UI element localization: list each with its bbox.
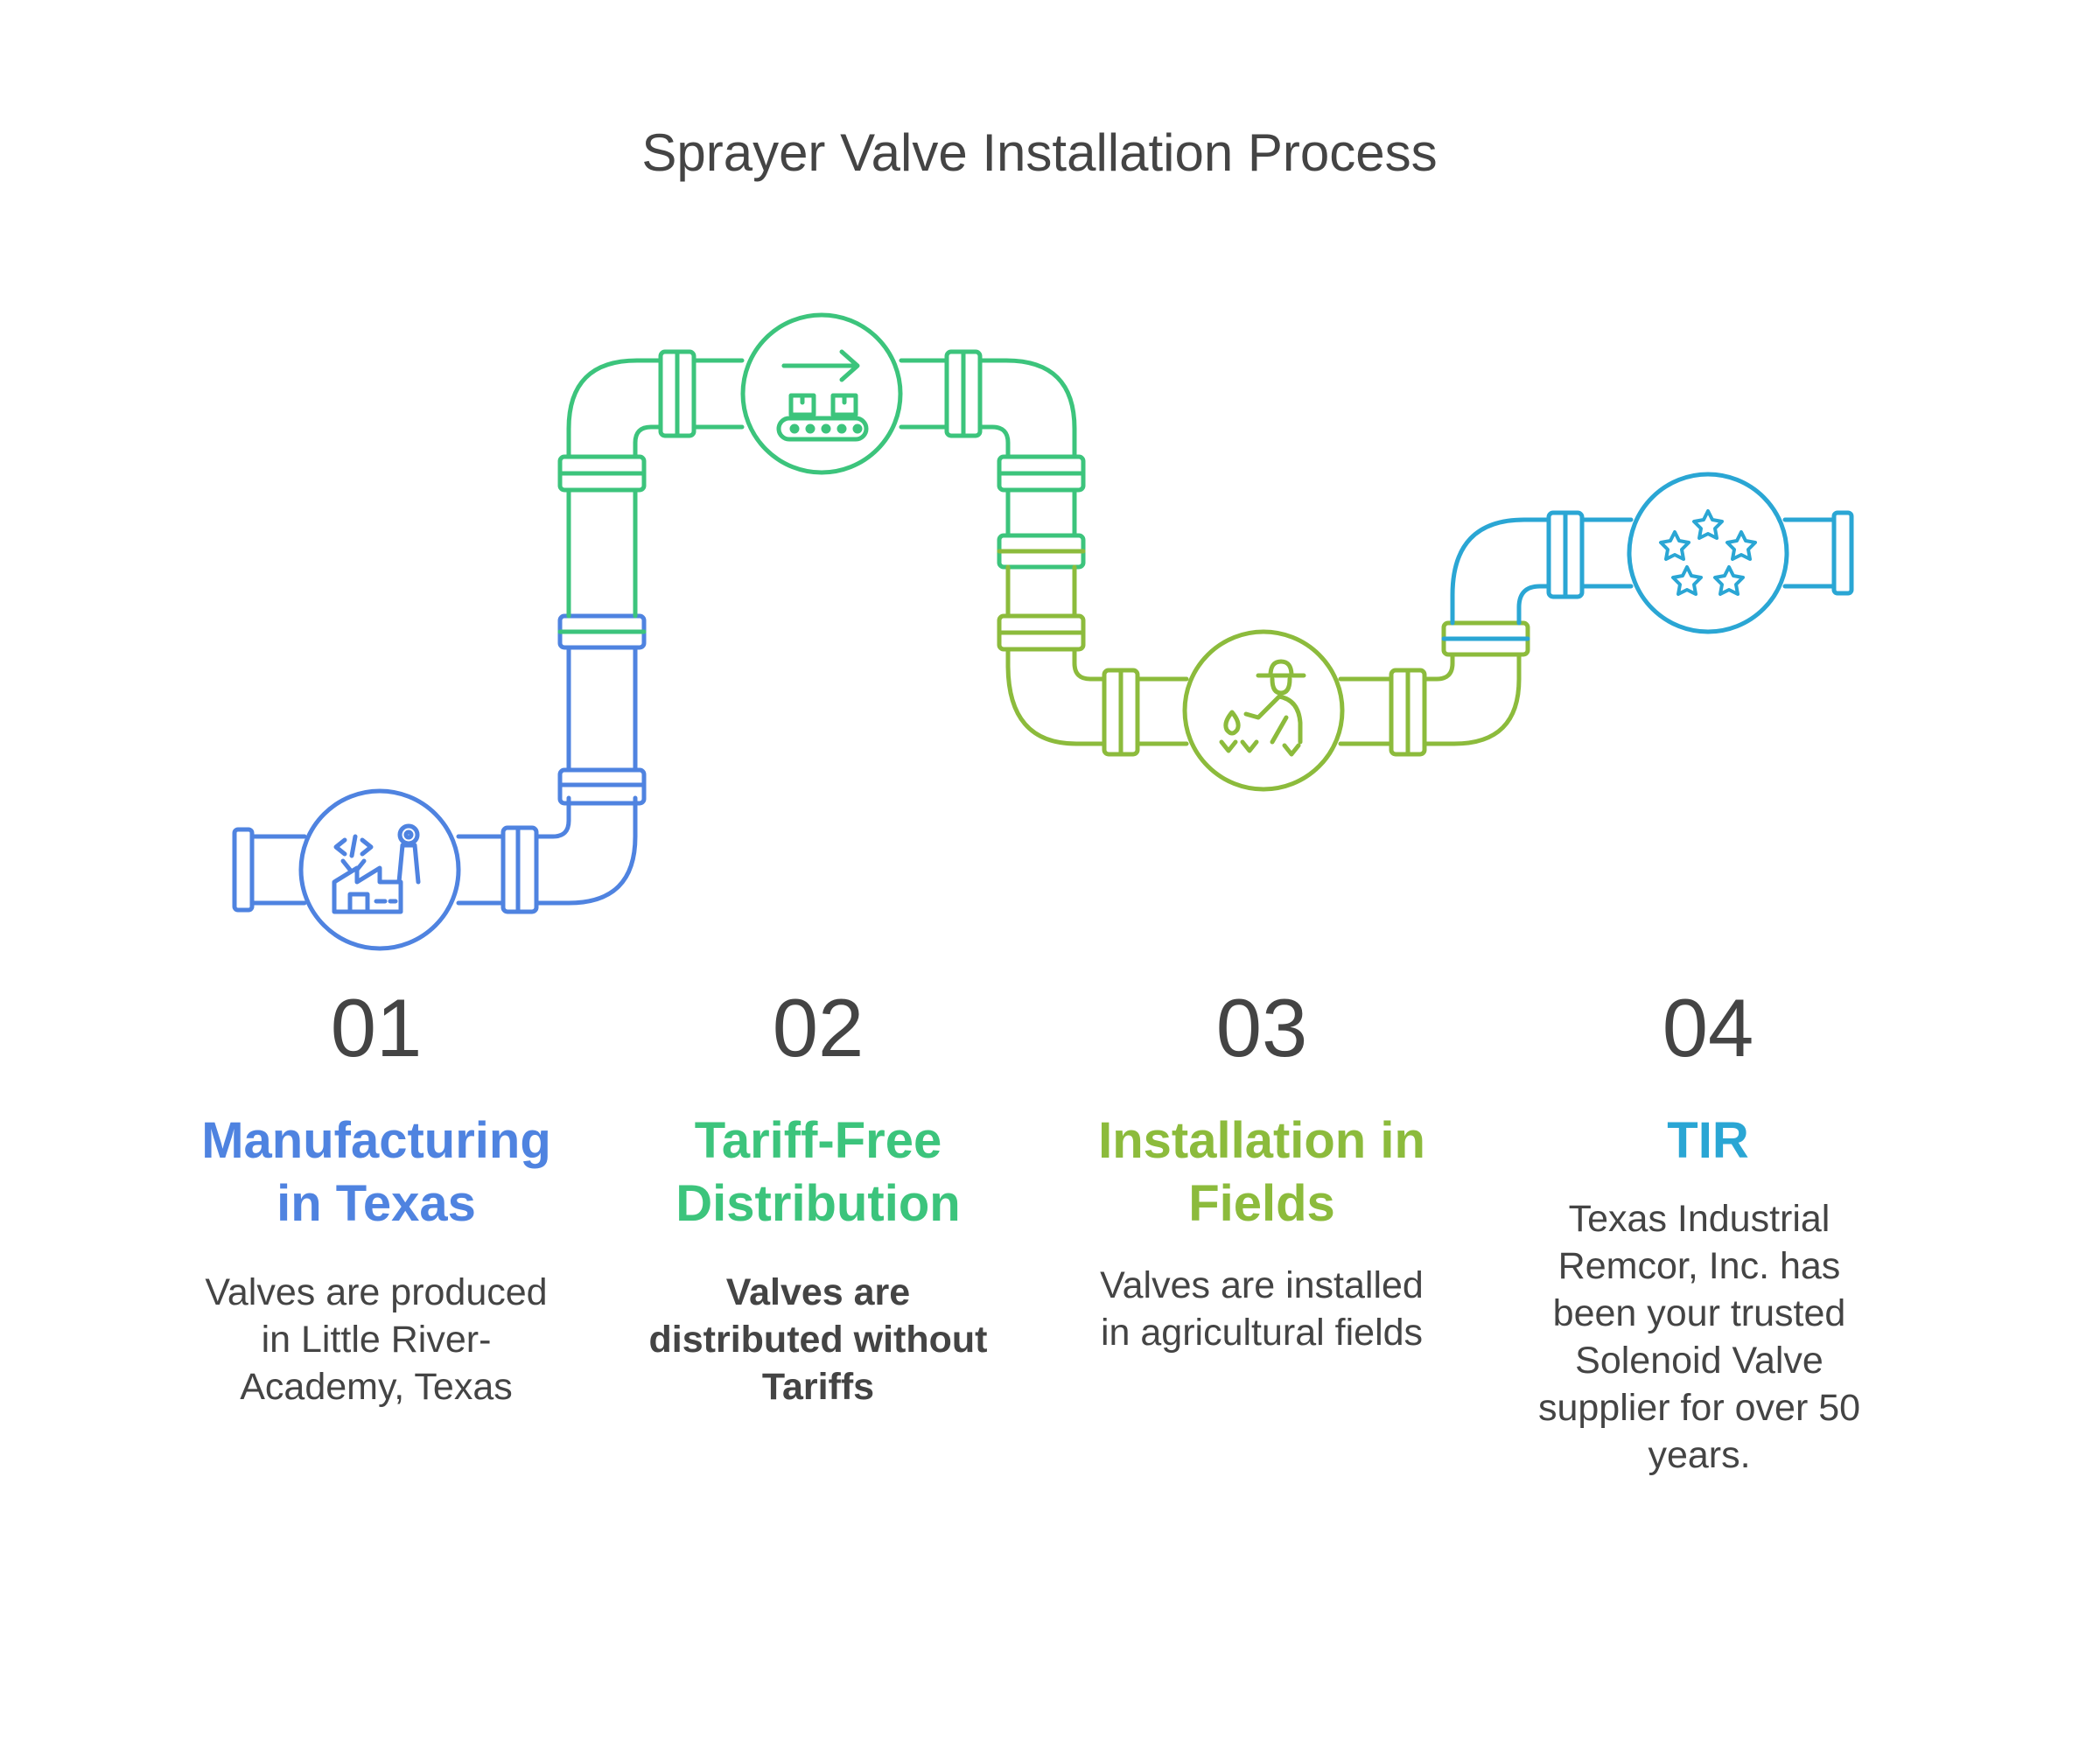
step-4-heading: TIR: [1667, 1112, 1749, 1169]
step-3-description: Valves are installed in agricultural fie…: [1100, 1264, 1424, 1354]
step-2-description: Valves are distributed without Tariffs: [648, 1271, 988, 1408]
step-3-number: 03: [1215, 982, 1308, 1074]
step-1-number: 01: [330, 982, 423, 1074]
pipe-segment-4: [1441, 510, 1854, 641]
stars-icon: [1659, 509, 1757, 596]
step-1-heading: Manufacturing in Texas: [201, 1112, 551, 1232]
step-2-number: 02: [772, 982, 864, 1074]
step-3-heading: Installation in Fields: [1098, 1112, 1425, 1232]
step-3: 03 Installation in Fields Valves are ins…: [1060, 987, 1463, 1356]
step-2-icon-circle: [740, 312, 903, 475]
step-1-description: Valves are produced in Little River- Aca…: [205, 1271, 548, 1408]
step-4-description: Texas Industrial Remcor, Inc. has been y…: [1537, 1198, 1861, 1476]
diagram-title: Sprayer Valve Installation Process: [641, 123, 1438, 182]
farmer-icon: [1219, 659, 1306, 757]
step-2-heading: Tariff-Free Distribution: [676, 1112, 961, 1232]
conveyor-icon: [776, 349, 869, 442]
step-4-number: 04: [1662, 982, 1754, 1074]
pipe-segment-2: [557, 349, 1086, 634]
factory-icon: [332, 823, 421, 914]
step-4: 04 TIR Texas Industrial Remcor, Inc. has…: [1507, 987, 1909, 1479]
step-1: 01 Manufacturing in Texas Valves are pro…: [175, 987, 578, 1410]
step-2: 02 Tariff-Free Distribution Valves are d…: [617, 987, 1019, 1410]
step-4-icon-circle: [1627, 472, 1789, 634]
